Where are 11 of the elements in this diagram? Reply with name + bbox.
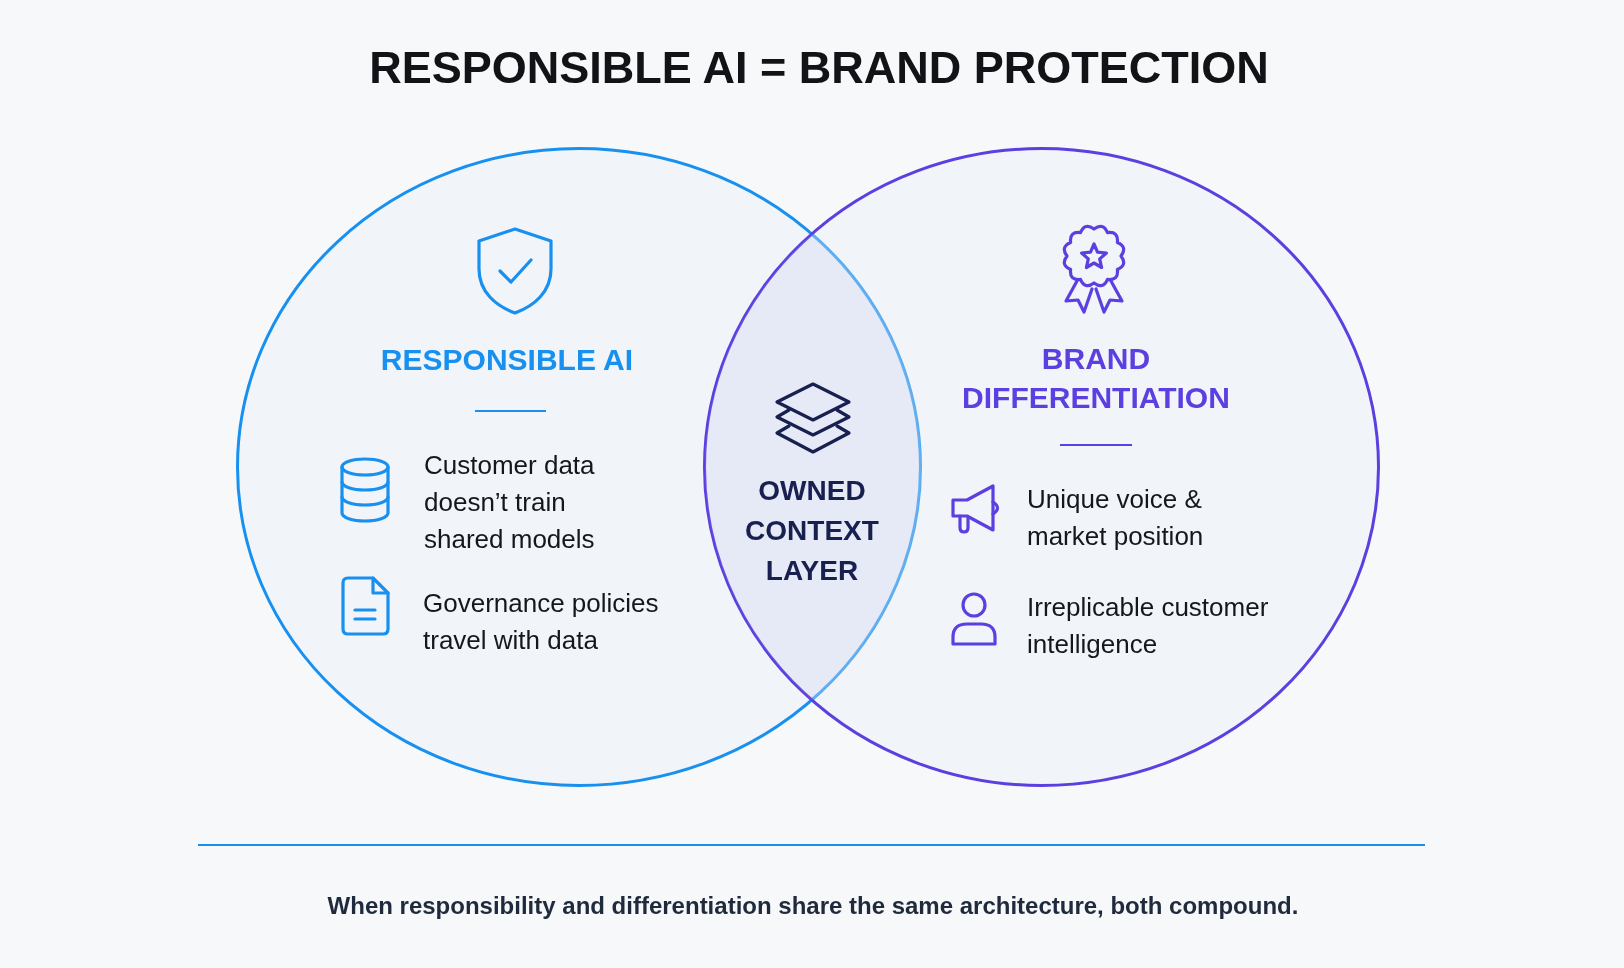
overlap-label: OWNED CONTEXT LAYER xyxy=(744,474,880,588)
title: RESPONSIBLE AI = BRAND PROTECTION xyxy=(369,41,1269,96)
bullet-text: Governance policies travel with data xyxy=(423,587,660,657)
bullet-text: Unique voice & market position xyxy=(1027,483,1205,553)
venn-circle xyxy=(703,147,1380,787)
circle-heading: RESPONSIBLE AI xyxy=(379,342,635,378)
caption: When responsibility and differentiation share the same architecture, both compound. xyxy=(327,891,1299,922)
circle-heading: BRAND DIFFERENTIATION xyxy=(961,341,1231,416)
bullet-text: Customer data doesn’t train shared models xyxy=(424,449,596,556)
overlap-region xyxy=(704,233,921,701)
bullet-text: Irreplicable customer intelligence xyxy=(1027,591,1270,661)
